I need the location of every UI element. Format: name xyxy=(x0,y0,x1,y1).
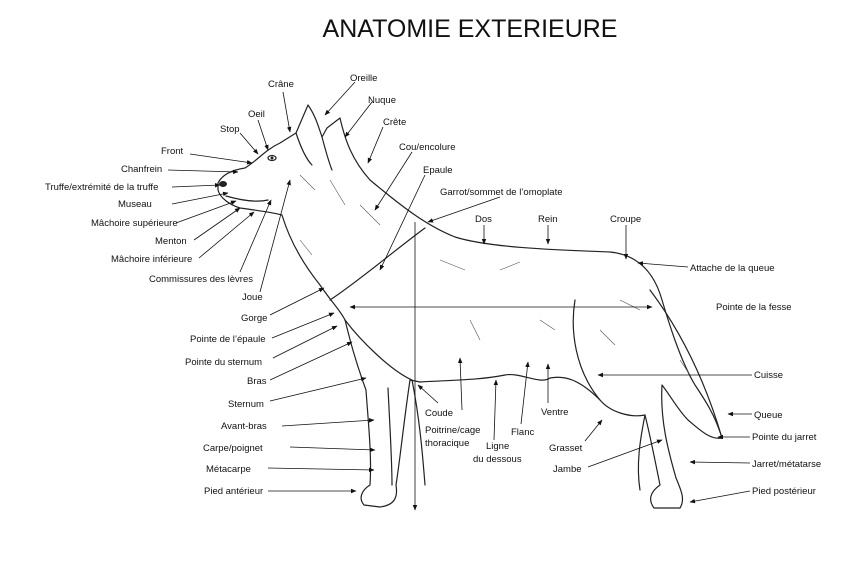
label-coude: Coude xyxy=(425,408,453,419)
label-queue: Queue xyxy=(754,410,783,421)
label-crete: Crête xyxy=(383,117,406,128)
label-oeil: Oeil xyxy=(248,109,265,120)
label-poitrine-cage: Poitrine/cage xyxy=(425,425,480,436)
label-machoire-inferieure: Mâchoire inférieure xyxy=(111,254,192,265)
label-menton: Menton xyxy=(155,236,187,247)
label-commissures: Commissures des lèvres xyxy=(149,274,253,285)
label-cou-encolure: Cou/encolure xyxy=(399,142,456,153)
anatomy-labels: Crâne Oreille Oeil Nuque Stop Crête Fron… xyxy=(45,73,821,497)
label-du-dessous: du dessous xyxy=(473,454,522,465)
label-attache-queue: Attache de la queue xyxy=(690,263,775,274)
label-garrot: Garrot/sommet de l’omoplate xyxy=(440,187,563,198)
label-nuque: Nuque xyxy=(368,95,396,106)
label-pointe-epaule: Pointe de l’épaule xyxy=(190,334,266,345)
label-carpe-poignet: Carpe/poignet xyxy=(203,443,263,454)
label-grasset: Grasset xyxy=(549,443,583,454)
label-cuisse: Cuisse xyxy=(754,370,783,381)
label-avant-bras: Avant-bras xyxy=(221,421,267,432)
label-front: Front xyxy=(161,146,184,157)
label-flanc: Flanc xyxy=(511,427,534,438)
label-dos: Dos xyxy=(475,214,492,225)
label-metacarpe: Métacarpe xyxy=(206,464,251,475)
label-machoire-superieure: Mâchoire supérieure xyxy=(91,218,178,229)
label-chanfrein: Chanfrein xyxy=(121,164,162,175)
label-stop: Stop xyxy=(220,124,240,135)
label-pied-anterieur: Pied antérieur xyxy=(204,486,263,497)
leader-lines xyxy=(167,81,752,504)
label-epaule: Epaule xyxy=(423,165,453,176)
label-jarret-metatarse: Jarret/métatarse xyxy=(752,459,821,470)
label-pointe-sternum: Pointe du sternum xyxy=(185,357,262,368)
label-sternum: Sternum xyxy=(228,399,264,410)
label-crane: Crâne xyxy=(268,79,294,90)
label-oreille: Oreille xyxy=(350,73,377,84)
label-truffe: Truffe/extrémité de la truffe xyxy=(45,182,158,193)
label-joue: Joue xyxy=(242,292,263,303)
label-pointe-fesse: Pointe de la fesse xyxy=(716,302,792,313)
label-croupe: Croupe xyxy=(610,214,641,225)
label-ventre: Ventre xyxy=(541,407,568,418)
label-pointe-jarret: Pointe du jarret xyxy=(752,432,817,443)
label-ligne: Ligne xyxy=(486,441,509,452)
label-bras: Bras xyxy=(247,376,267,387)
label-pied-posterieur: Pied postérieur xyxy=(752,486,816,497)
label-jambe: Jambe xyxy=(553,464,582,475)
label-rein: Rein xyxy=(538,214,558,225)
label-gorge: Gorge xyxy=(241,313,267,324)
diagram-title: ANATOMIE EXTERIEURE xyxy=(323,15,618,43)
label-museau: Museau xyxy=(118,199,152,210)
label-thoracique: thoracique xyxy=(425,438,469,449)
dog-illustration xyxy=(217,104,723,509)
